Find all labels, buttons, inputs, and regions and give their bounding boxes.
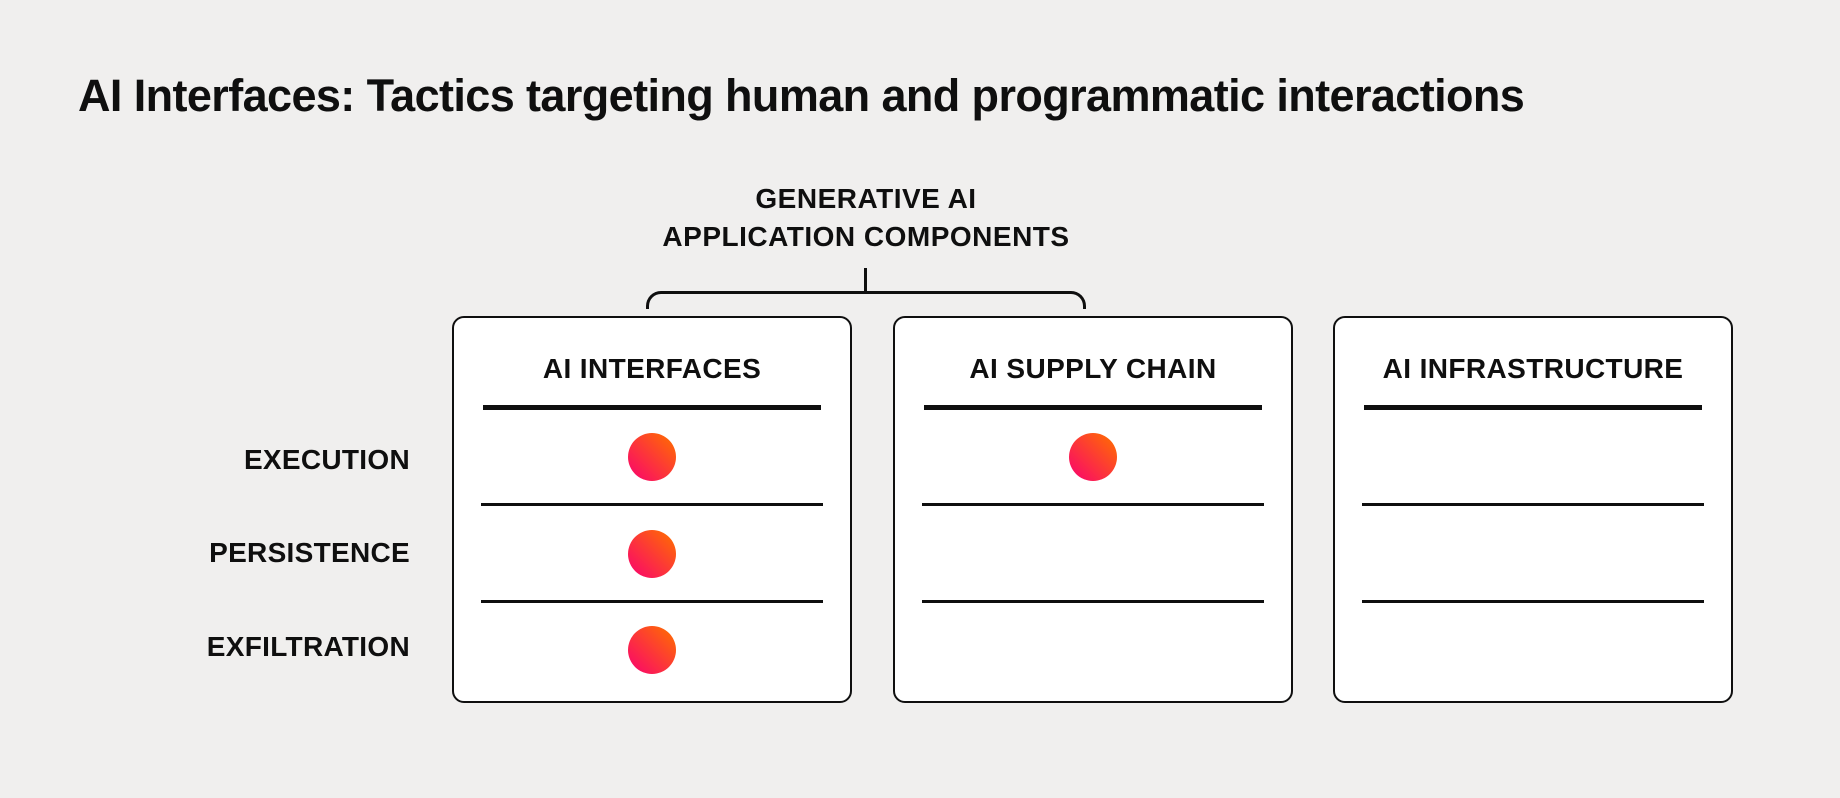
row-divider [481,600,823,603]
row-label-persistence: PERSISTENCE [209,537,410,568]
group-header: GENERATIVE AI APPLICATION COMPONENTS [566,180,1166,256]
header-underline [924,405,1262,410]
group-header-line1: GENERATIVE AI [755,183,977,214]
column-ai-infrastructure: AI INFRASTRUCTURE [1333,316,1733,703]
tactic-dot [628,626,676,674]
tactic-dot [1069,433,1117,481]
row-divider [1362,600,1704,603]
row-label-execution: EXECUTION [243,444,410,475]
column-header: AI INFRASTRUCTURE [1382,353,1684,384]
row-divider [922,600,1264,603]
row-divider [1362,503,1704,506]
header-underline [1364,405,1702,410]
column-header: AI SUPPLY CHAIN [969,353,1217,384]
connector-stem [864,268,867,292]
column-ai-supply-chain: AI SUPPLY CHAIN [893,316,1293,703]
row-divider [481,503,823,506]
group-header-line2: APPLICATION COMPONENTS [662,221,1070,252]
column-header: AI INTERFACES [542,353,762,384]
column-ai-interfaces: AI INTERFACES [452,316,852,703]
tactic-dot [628,530,676,578]
page-title: AI Interfaces: Tactics targeting human a… [78,70,1525,121]
tactic-dot [628,433,676,481]
row-divider [922,503,1264,506]
bracket-connector [646,291,1086,309]
header-underline [483,405,821,410]
row-label-exfiltration: EXFILTRATION [206,631,410,662]
